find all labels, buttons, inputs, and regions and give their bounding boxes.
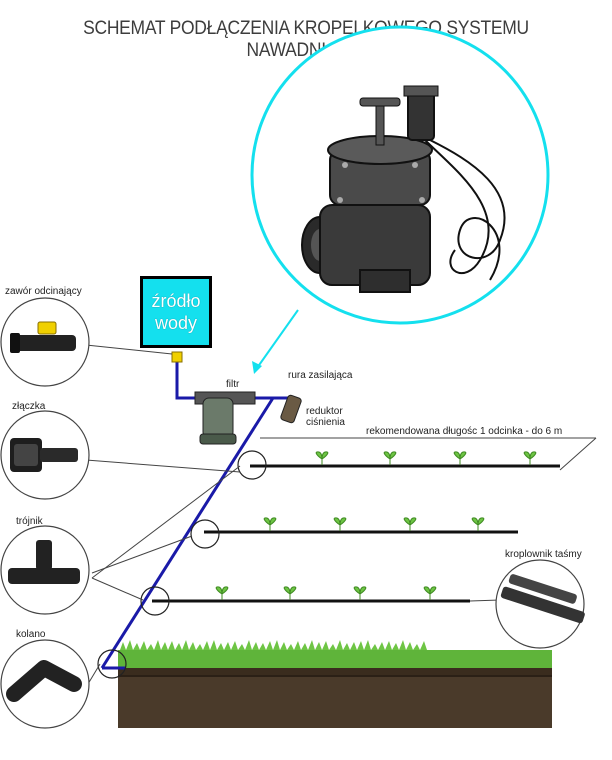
junction-marker bbox=[97, 649, 127, 679]
tee-icon bbox=[8, 540, 80, 584]
seedling-icon bbox=[403, 517, 417, 531]
tee-callout bbox=[0, 525, 90, 615]
label-reducer-line2: ciśnienia bbox=[306, 417, 345, 428]
seedling-icon bbox=[283, 586, 297, 600]
elbow-callout bbox=[0, 639, 90, 729]
ground-section bbox=[118, 640, 552, 728]
junction-marker bbox=[237, 450, 267, 480]
label-shutoff-valve: zawór odcinający bbox=[5, 286, 82, 297]
grass-strip bbox=[118, 650, 552, 668]
callout-arrowhead bbox=[252, 361, 262, 374]
junction-markers bbox=[97, 450, 267, 679]
solenoid-valve-icon bbox=[301, 85, 506, 293]
shutoff-valve-callout bbox=[0, 297, 90, 387]
pressure-reducer-icon bbox=[280, 394, 302, 424]
connector-icon bbox=[10, 438, 78, 472]
leader-lines bbox=[85, 344, 501, 685]
seedling-icon bbox=[315, 451, 329, 465]
label-filter: filtr bbox=[226, 379, 240, 390]
label-supply-pipe: rura zasilająca bbox=[288, 370, 353, 381]
seedling-icon bbox=[423, 586, 437, 600]
elbow-icon bbox=[6, 660, 82, 702]
seedling-icon bbox=[215, 586, 229, 600]
supply-pipe bbox=[100, 360, 290, 670]
seedling-icon bbox=[383, 451, 397, 465]
seedling-icon bbox=[523, 451, 537, 465]
junction-marker bbox=[190, 519, 220, 549]
seedling-icon bbox=[263, 517, 277, 531]
label-tee: trójnik bbox=[16, 516, 44, 527]
filter-icon bbox=[194, 391, 256, 445]
length-bracket bbox=[260, 437, 597, 471]
label-recommended-length: rekomendowana długośc 1 odcinka - do 6 m bbox=[366, 426, 562, 437]
junction-marker bbox=[140, 586, 170, 616]
seedling-icon bbox=[453, 451, 467, 465]
connector-callout bbox=[0, 410, 90, 500]
solenoid-valve-callout bbox=[250, 25, 550, 374]
label-reducer-line1: reduktor bbox=[306, 406, 343, 417]
water-source-label-line2: wody bbox=[154, 313, 198, 333]
drip-tape-icon bbox=[500, 574, 585, 624]
label-connector: złączka bbox=[12, 401, 46, 412]
shutoff-valve-icon bbox=[10, 321, 76, 353]
seedling-icon bbox=[333, 517, 347, 531]
source-shutoff-valve-icon bbox=[171, 351, 183, 363]
label-drip-tape: kroplownik taśmy bbox=[505, 549, 582, 560]
drip-tape-callout bbox=[495, 559, 585, 649]
water-source-label-line1: źródło bbox=[151, 291, 201, 311]
seedling-icon bbox=[353, 586, 367, 600]
label-elbow: kolano bbox=[16, 629, 46, 640]
callout-pointer bbox=[256, 309, 299, 369]
seedling-icon bbox=[471, 517, 485, 531]
water-source-box: źródło wody bbox=[140, 276, 212, 348]
seedlings bbox=[215, 451, 537, 600]
